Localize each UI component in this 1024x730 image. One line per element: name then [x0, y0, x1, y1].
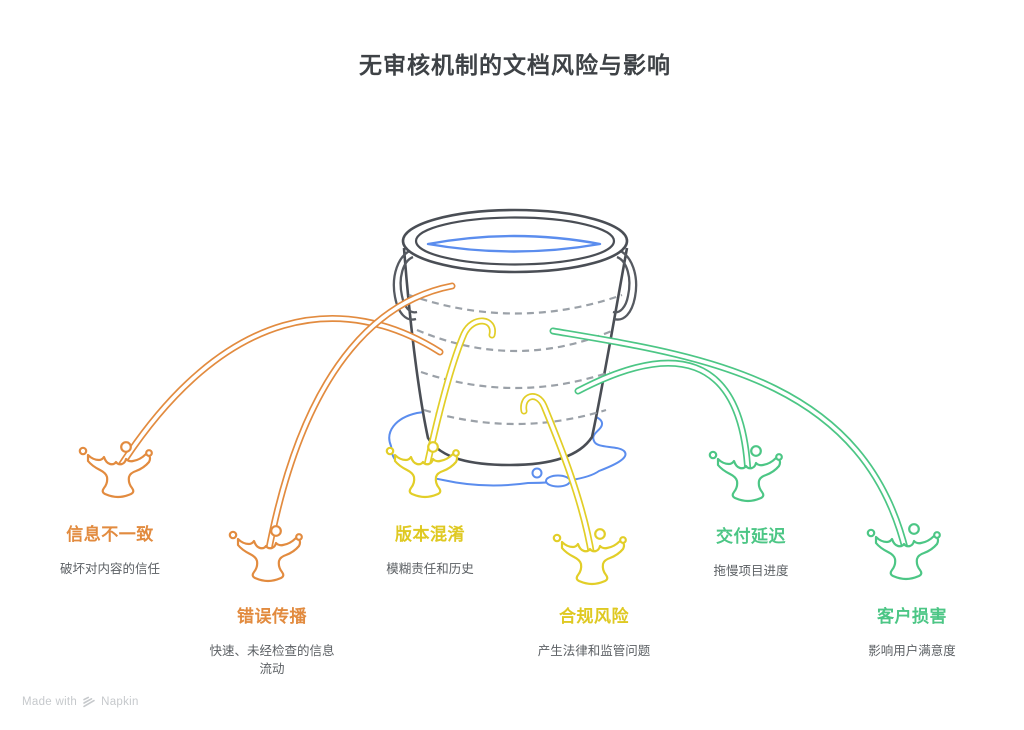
risk-label: 错误传播: [237, 607, 307, 626]
splash-icon: [228, 525, 303, 583]
risk-block-version-confusion: 版本混淆 模糊责任和历史: [386, 520, 474, 578]
risk-block-error-propagation: 错误传播 快速、未经检查的信息流动: [208, 602, 336, 678]
risk-description: 拖慢项目进度: [713, 564, 789, 578]
watermark: Made with Napkin: [22, 696, 139, 708]
bucket-handle-left: [392, 248, 418, 321]
risk-block-info-inconsistency: 信息不一致 破坏对内容的信任: [60, 520, 160, 578]
puddle-blob: [545, 474, 571, 488]
risk-block-delivery-delay: 交付延迟 拖慢项目进度: [713, 522, 788, 580]
risk-block-compliance-risk: 合规风险 产生法律和监管问题: [538, 602, 651, 660]
risk-label: 信息不一致: [66, 525, 154, 544]
risk-description: 产生法律和监管问题: [537, 644, 651, 658]
diagram-title: 无审核机制的文档风险与影响: [359, 52, 671, 78]
risk-description: 破坏对内容的信任: [59, 562, 161, 576]
bucket-body: [402, 247, 629, 467]
risk-label: 版本混淆: [394, 525, 465, 544]
stream-customer-harm: [549, 327, 910, 556]
risk-description: 影响用户满意度: [868, 644, 956, 658]
bucket-handle-right: [612, 248, 638, 321]
risk-block-customer-harm: 客户损害 影响用户满意度: [868, 602, 956, 660]
bucket-rim-inner: [414, 216, 616, 266]
splash-icon: [78, 441, 153, 499]
water-surface: [426, 234, 602, 253]
stream-info-inconsistency: [114, 315, 444, 474]
watermark-prefix: Made with: [22, 696, 78, 708]
puddle-droplet: [531, 467, 543, 479]
bucket-icon: [392, 208, 638, 467]
risk-description: 快速、未经检查的信息流动: [209, 644, 335, 677]
stream-error-propagation: [264, 282, 456, 558]
risk-description: 模糊责任和历史: [386, 562, 474, 576]
stream-compliance-risk: [520, 393, 596, 561]
stream-delivery-delay: [574, 359, 752, 478]
water-level-dashes: [408, 293, 623, 426]
risk-label: 合规风险: [558, 607, 629, 626]
stream-version-confusion: [422, 317, 496, 474]
watermark-brand: Napkin: [101, 696, 139, 708]
risk-label: 客户损害: [876, 607, 947, 626]
risk-label: 交付延迟: [715, 527, 786, 546]
napkin-logo-icon: [83, 696, 95, 708]
